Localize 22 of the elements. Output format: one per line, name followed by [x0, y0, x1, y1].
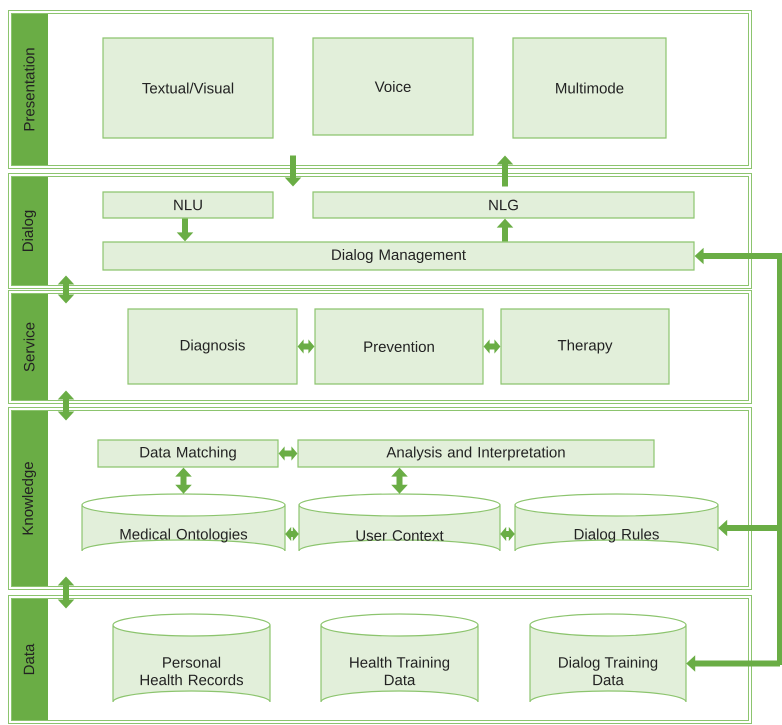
arrow	[484, 339, 500, 354]
process-box: Analysis and Interpretation	[297, 439, 655, 468]
database-cylinder: Medical Ontologies	[81, 493, 286, 552]
process-box: Therapy	[500, 308, 670, 385]
process-box: Dialog Management	[102, 241, 695, 271]
process-box: NLU	[102, 191, 274, 219]
process-box: Data Matching	[97, 439, 279, 468]
process-box: Diagnosis	[127, 308, 298, 385]
arrow	[298, 339, 314, 354]
process-box: Textual/Visual	[102, 37, 274, 139]
database-cylinder: Health Training Data	[320, 613, 479, 703]
process-box: NLG	[312, 191, 695, 219]
database-cylinder: Personal Health Records	[112, 613, 271, 703]
arrow	[278, 446, 298, 461]
process-box: Multimode	[512, 37, 667, 139]
arrow	[285, 526, 299, 542]
arrow	[500, 526, 515, 542]
process-box: Voice	[312, 37, 474, 136]
process-box: Prevention	[314, 308, 484, 385]
database-cylinder: User Context	[298, 493, 501, 552]
database-cylinder: Dialog Training Data	[529, 613, 687, 703]
database-cylinder: Dialog Rules	[514, 493, 719, 552]
